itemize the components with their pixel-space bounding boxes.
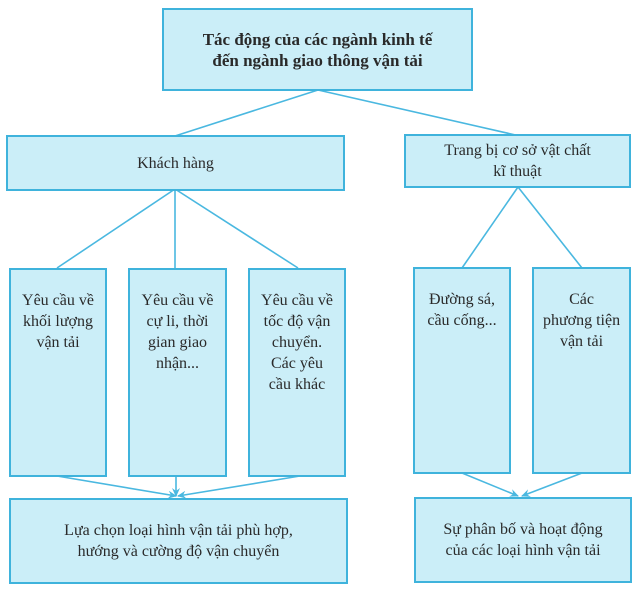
right-result-box: Sự phân bố và hoạt động của các loại hìn… bbox=[414, 497, 632, 583]
arrow-left-3 bbox=[177, 475, 301, 499]
requirement-speed-box: Yêu cầu về tốc độ vận chuyển. Các yêu cầ… bbox=[248, 268, 346, 477]
connector-left-1 bbox=[56, 188, 176, 269]
vehicles-box: Các phương tiện vận tải bbox=[532, 267, 631, 474]
requirement-distance-box: Yêu cầu về cự li, thời gian giao nhận... bbox=[128, 268, 227, 477]
left-result-box: Lựa chọn loại hình vận tải phù hợp, hướn… bbox=[9, 498, 348, 584]
connector-right-1 bbox=[461, 186, 519, 269]
arrow-right-2 bbox=[521, 472, 583, 497]
connector-root-right bbox=[317, 89, 521, 137]
customers-box: Khách hàng bbox=[6, 135, 345, 191]
arrow-right-1 bbox=[461, 472, 519, 497]
connector-right-2 bbox=[517, 186, 583, 269]
roads-bridges-box: Đường sá, cầu cống... bbox=[413, 267, 511, 474]
requirement-volume-box: Yêu cầu về khối lượng vận tải bbox=[9, 268, 107, 477]
connector-left-3 bbox=[174, 188, 299, 269]
connector-root-left bbox=[174, 89, 319, 137]
root-box: Tác động của các ngành kinh tế đến ngành… bbox=[162, 8, 473, 91]
arrow-left-1 bbox=[56, 475, 177, 499]
infrastructure-box: Trang bị cơ sở vật chất kĩ thuật bbox=[404, 134, 631, 188]
